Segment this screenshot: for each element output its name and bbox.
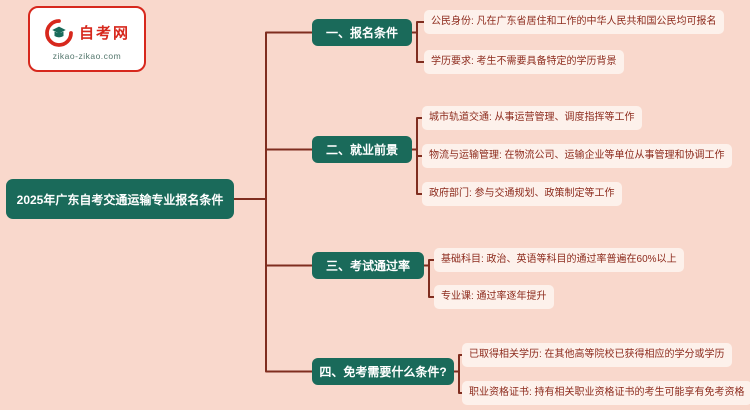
branch-node: 四、免考需要什么条件? <box>312 358 454 385</box>
leaf-node: 职业资格证书: 持有相关职业资格证书的考生可能享有免考资格 <box>462 381 750 405</box>
branch-node: 一、报名条件 <box>312 19 412 46</box>
leaf-node: 已取得相关学历: 在其他高等院校已获得相应的学分或学历 <box>462 343 732 367</box>
leaf-node: 专业课: 通过率逐年提升 <box>434 285 554 309</box>
root-topic-node: 2025年广东自考交通运输专业报名条件 <box>6 179 234 219</box>
leaf-node: 城市轨道交通: 从事运营管理、调度指挥等工作 <box>422 106 642 130</box>
site-logo: 自考网 zikao-zikao.com <box>28 6 146 72</box>
zikao-logo-icon <box>44 18 74 48</box>
leaf-node: 公民身份: 凡在广东省居住和工作的中华人民共和国公民均可报名 <box>424 10 724 34</box>
branch-node: 二、就业前景 <box>312 136 412 163</box>
leaf-node: 学历要求: 考生不需要具备特定的学历背景 <box>424 50 624 74</box>
leaf-node: 政府部门: 参与交通规划、政策制定等工作 <box>422 182 622 206</box>
logo-url: zikao-zikao.com <box>52 50 122 61</box>
leaf-node: 基础科目: 政治、英语等科目的通过率普遍在60%以上 <box>434 248 684 272</box>
leaf-node: 物流与运输管理: 在物流公司、运输企业等单位从事管理和协调工作 <box>422 144 732 168</box>
branch-node: 三、考试通过率 <box>312 252 424 279</box>
logo-title: 自考网 <box>78 25 130 42</box>
